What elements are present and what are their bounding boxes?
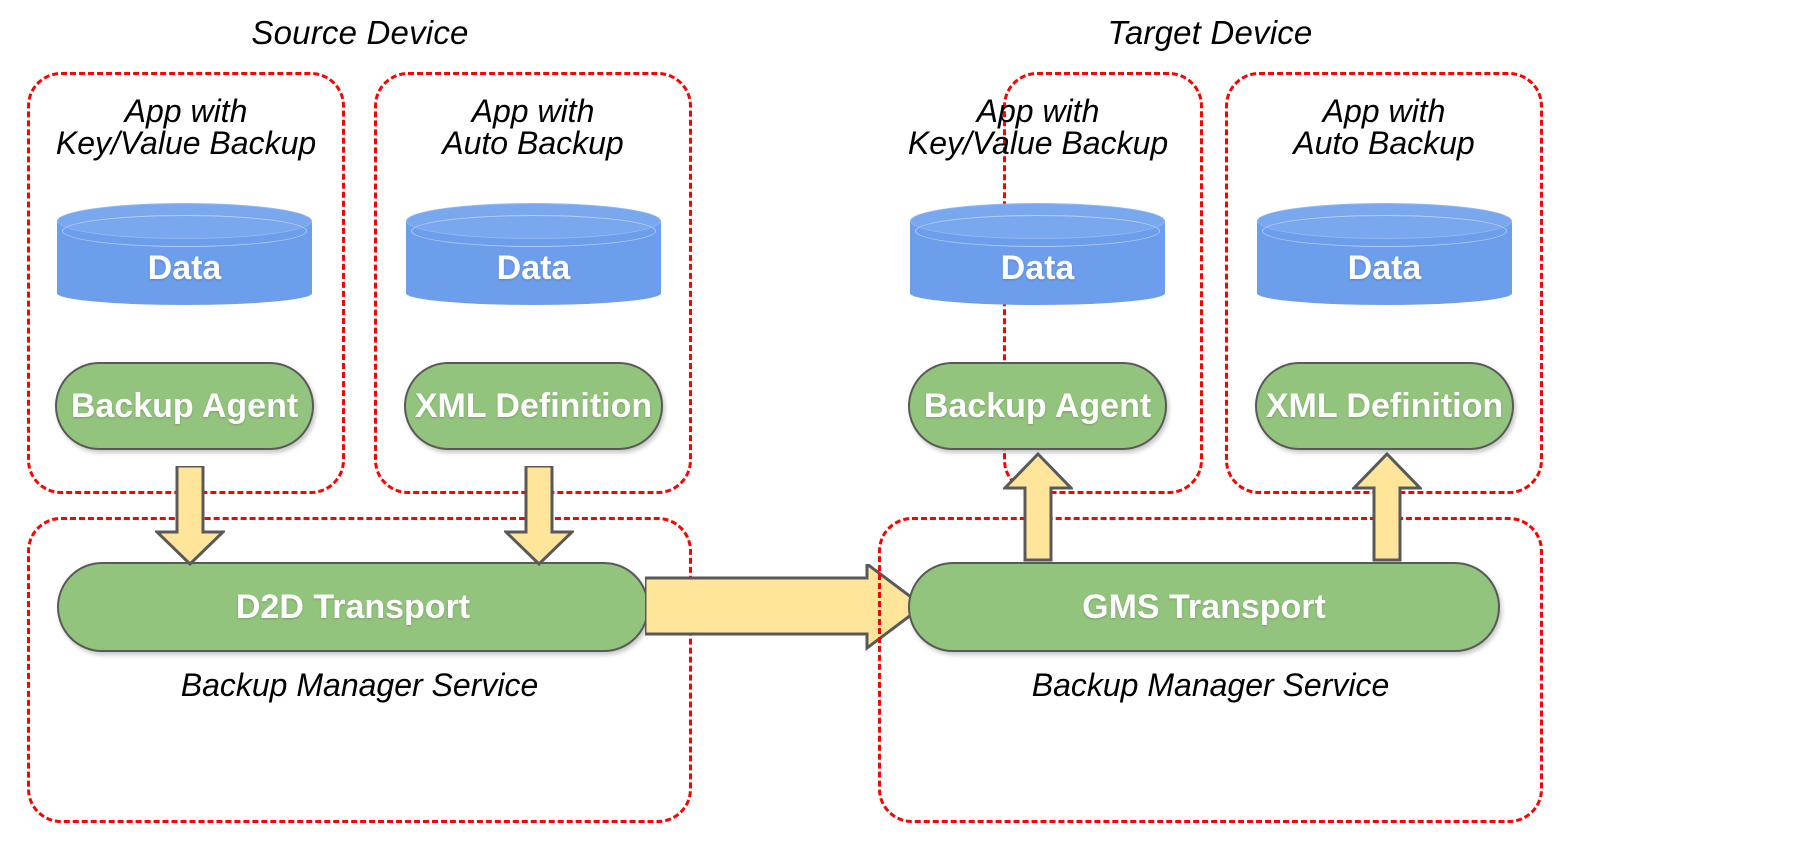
source-app-auto-data-cylinder: Data [406, 203, 661, 305]
arrow-source-auto-xml-to-d2d-icon [504, 466, 574, 566]
target-app-kv-data-label: Data [1000, 249, 1075, 287]
source-app-auto-data-label: Data [496, 249, 571, 287]
target-device-title: Target Device [1107, 14, 1313, 51]
target-backup-manager-service-label: Backup Manager Service [1031, 667, 1390, 703]
source-app-auto-title-line2: Auto Backup [442, 125, 624, 161]
target-app-auto-data-label: Data [1347, 249, 1422, 287]
gms-transport-label: GMS Transport [1082, 587, 1326, 626]
source-device-title: Source Device [251, 14, 469, 51]
target-backup-agent-pill[interactable]: Backup Agent [908, 362, 1167, 450]
target-app-kv-title-line2: Key/Value Backup [907, 125, 1169, 161]
source-xml-definition-pill[interactable]: XML Definition [404, 362, 663, 450]
source-backup-agent-pill[interactable]: Backup Agent [55, 362, 314, 450]
source-app-kv-title-line2: Key/Value Backup [55, 125, 317, 161]
cylinder-inner-ellipse [411, 215, 657, 247]
target-backup-manager-service-container [878, 517, 1543, 823]
cylinder-inner-ellipse [62, 215, 308, 247]
target-app-auto-title-line1: App with [1322, 93, 1446, 129]
source-backup-agent-label: Backup Agent [70, 386, 299, 425]
target-app-auto-title-line2: Auto Backup [1293, 125, 1475, 161]
source-app-auto-title-line1: App with [471, 93, 595, 129]
d2d-transport-label: D2D Transport [235, 587, 471, 626]
target-xml-definition-label: XML Definition [1265, 386, 1504, 425]
cylinder-inner-ellipse [915, 215, 1161, 247]
arrow-gms-to-target-kv-agent-icon [1003, 452, 1073, 562]
target-app-kv-title-line1: App with [976, 93, 1100, 129]
source-backup-manager-service-container [27, 517, 692, 823]
source-backup-manager-service-label: Backup Manager Service [180, 667, 539, 703]
target-xml-definition-pill[interactable]: XML Definition [1255, 362, 1514, 450]
source-app-kv-title-line1: App with [124, 93, 248, 129]
source-app-kv-data-cylinder: Data [57, 203, 312, 305]
cylinder-inner-ellipse [1262, 215, 1508, 247]
target-app-kv-data-cylinder: Data [910, 203, 1165, 305]
source-app-kv-data-label: Data [147, 249, 222, 287]
arrow-d2d-to-gms-icon [645, 564, 925, 654]
target-app-auto-data-cylinder: Data [1257, 203, 1512, 305]
d2d-transport-bar[interactable]: D2D Transport [57, 562, 649, 652]
arrow-gms-to-target-auto-xml-icon [1352, 452, 1422, 562]
target-backup-agent-label: Backup Agent [923, 386, 1152, 425]
source-xml-definition-label: XML Definition [414, 386, 653, 425]
arrow-source-kv-agent-to-d2d-icon [155, 466, 225, 566]
gms-transport-bar[interactable]: GMS Transport [908, 562, 1500, 652]
